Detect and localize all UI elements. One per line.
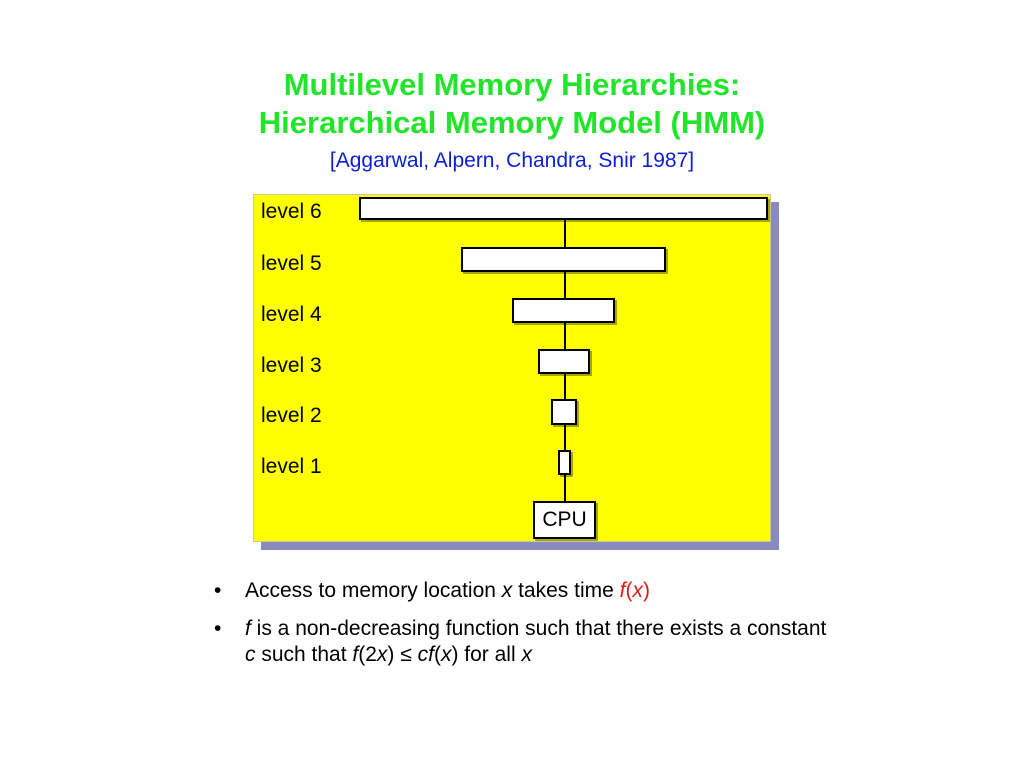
level-4-label: level 4 — [261, 303, 322, 326]
level-6-label: level 6 — [261, 200, 322, 223]
var-x: x — [521, 643, 532, 666]
level-6-box — [359, 197, 768, 220]
bullet-marker: • — [214, 579, 222, 602]
var-cf: cf — [417, 643, 434, 666]
level-3-label: level 3 — [261, 354, 322, 377]
bullet-access-time: • Access to memory location x takes time… — [214, 578, 834, 604]
bullet-text: ) for all — [451, 643, 522, 666]
citation: [Aggarwal, Alpern, Chandra, Snir 1987] — [329, 149, 695, 172]
var-c: c — [245, 643, 256, 666]
var-f: f — [352, 643, 359, 666]
bullet-list: • Access to memory location x takes time… — [214, 578, 834, 680]
var-f: f — [619, 579, 626, 602]
bullet-text: takes time — [512, 579, 620, 602]
function-fx: f(x) — [620, 579, 650, 602]
bullet-text: such that — [255, 643, 353, 666]
level-2-label: level 2 — [261, 404, 322, 427]
var-x: x — [632, 579, 643, 602]
bullet-text: ( — [433, 643, 441, 666]
bullet-text: Access to memory location — [245, 579, 502, 602]
level-3-box — [538, 349, 590, 374]
var-x: x — [376, 643, 388, 666]
level-1-label: level 1 — [261, 455, 322, 478]
level-5-box — [461, 247, 666, 272]
level-4-box — [512, 298, 615, 323]
bullet-function-property: • f is a non-decreasing function such th… — [214, 616, 834, 668]
title-line-2: Hierarchical Memory Model (HMM) — [258, 105, 766, 140]
paren: ( — [625, 579, 633, 602]
var-x: x — [501, 579, 513, 602]
var-x: x — [440, 643, 452, 666]
level-1-box — [558, 450, 571, 475]
paren: ) — [642, 579, 650, 602]
title-line-1: Multilevel Memory Hierarchies: — [283, 67, 741, 102]
bullet-marker: • — [214, 617, 222, 640]
bullet-text: (2 — [358, 643, 377, 666]
bullet-text: is a non-decreasing function such that t… — [250, 617, 827, 640]
level-2-box — [551, 399, 577, 425]
bullet-text: ) ≤ — [387, 643, 418, 666]
level-5-label: level 5 — [261, 252, 322, 275]
var-f: f — [245, 617, 251, 640]
cpu-box: CPU — [533, 501, 596, 539]
slide-title: Multilevel Memory Hierarchies: Hierarchi… — [0, 66, 1024, 142]
